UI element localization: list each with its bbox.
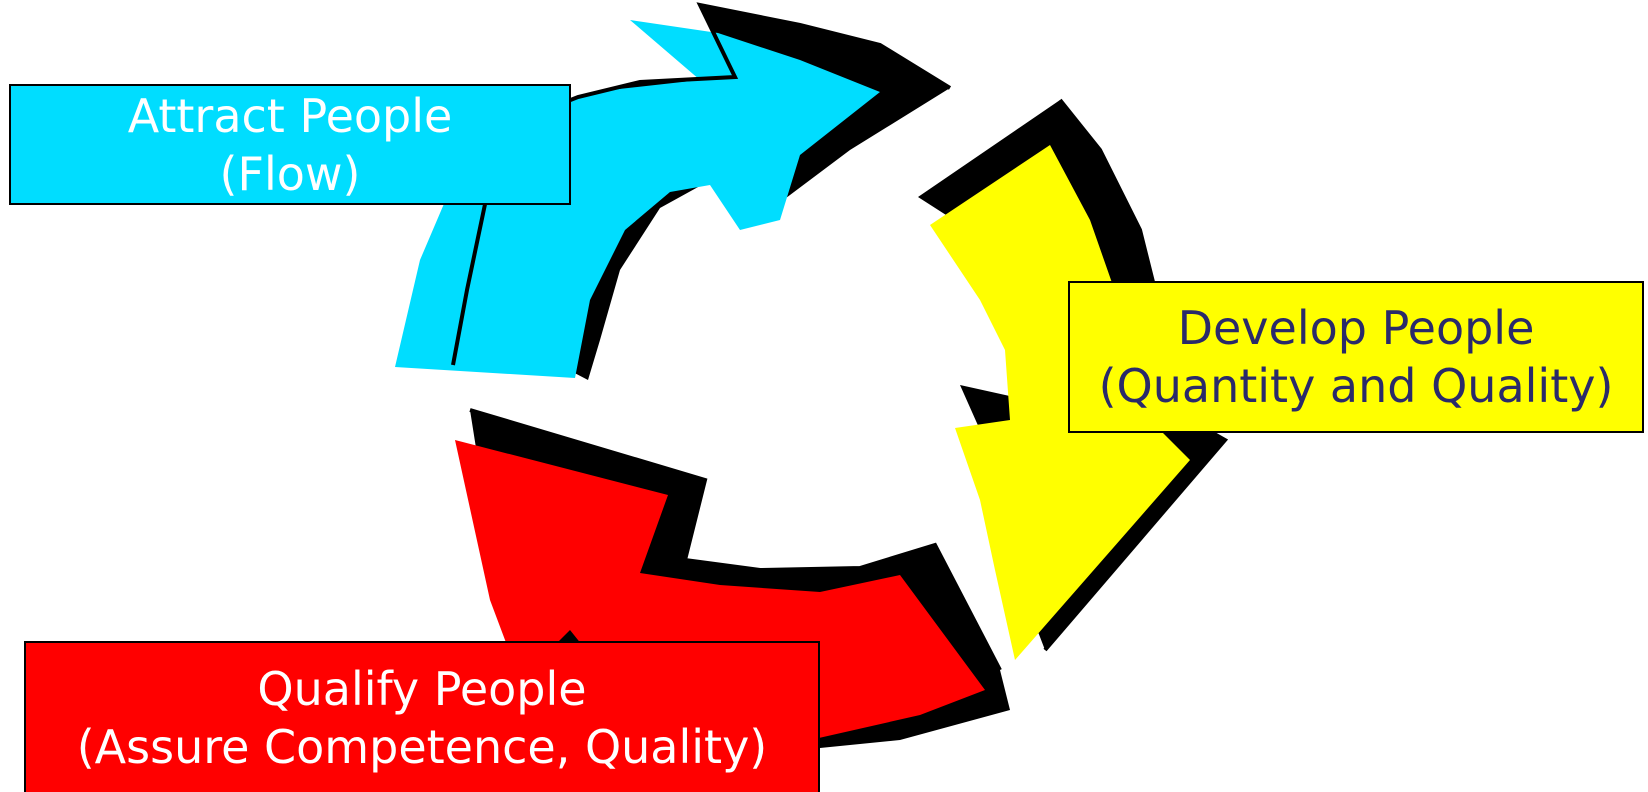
arrow-qualify-fill [455, 440, 985, 740]
arrow-develop-fill [930, 145, 1190, 660]
develop-people-subtitle: (Quantity and Quality) [1098, 359, 1614, 413]
qualify-people-subtitle: (Assure Competence, Quality) [76, 719, 768, 774]
develop-people-box: Develop People (Quantity and Quality) [1068, 281, 1644, 433]
develop-people-title: Develop People [1177, 301, 1535, 355]
arrow-attract [395, 2, 952, 380]
arrow-attract-fill [395, 20, 880, 378]
attract-people-title: Attract People [127, 88, 453, 143]
attract-people-box: Attract People (Flow) [9, 84, 571, 205]
arrow-attract-outline [451, 2, 952, 366]
qualify-people-box: Qualify People (Assure Competence, Quali… [24, 641, 820, 792]
attract-people-subtitle: (Flow) [219, 146, 361, 201]
qualify-people-title: Qualify People [257, 661, 587, 716]
arrow-qualify-outline [469, 408, 1002, 671]
